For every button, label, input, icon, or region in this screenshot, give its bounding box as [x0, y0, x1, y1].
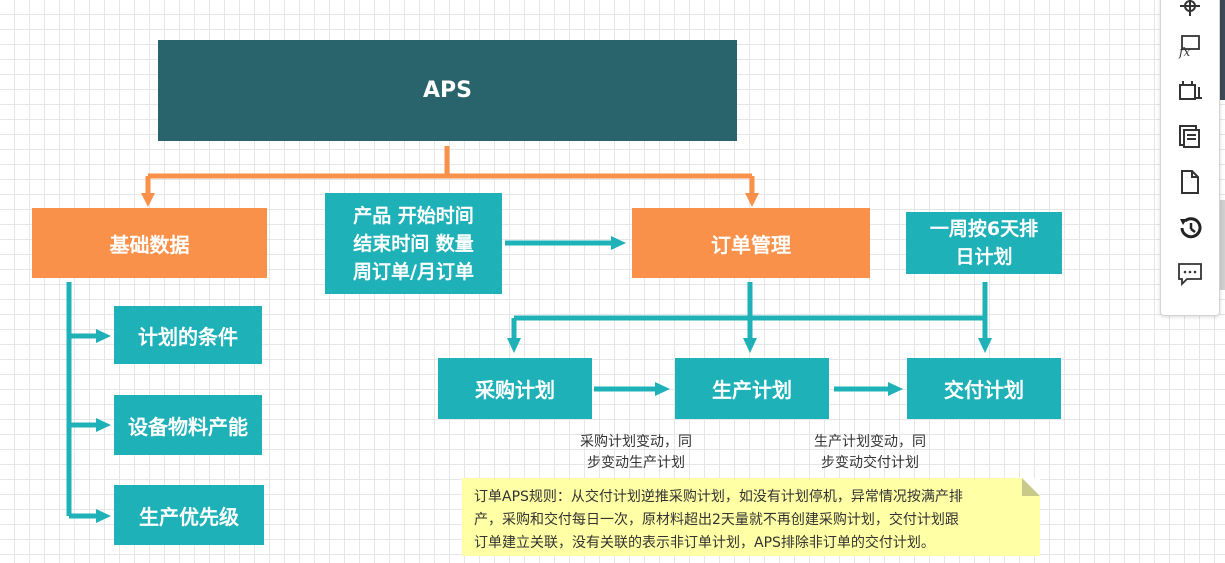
purchase-sync-note[interactable]: 采购计划变动，同 步变动生产计划 — [556, 432, 716, 474]
scrollbar-thumb[interactable] — [1217, 200, 1225, 290]
resize-icon[interactable] — [1175, 76, 1205, 106]
history-icon[interactable] — [1175, 213, 1205, 243]
product-info-line: 结束时间 数量 — [353, 232, 474, 255]
note-line: 生产计划变动，同 — [814, 434, 926, 450]
weekly-schedule-node[interactable]: 一周按6天排 日计划 — [906, 212, 1062, 274]
svg-text:fx: fx — [1178, 45, 1190, 59]
weekly-schedule-line: 一周按6天排 — [929, 218, 1039, 240]
equipment-capacity-node[interactable]: 设备物料产能 — [114, 395, 262, 455]
product-info-line: 产品 开始时间 — [353, 204, 474, 227]
weekly-schedule-line: 日计划 — [955, 246, 1013, 268]
page-icon[interactable] — [1175, 167, 1205, 197]
sticky-line: 产，采购和交付每日一次，原材料超出2天量就不再创建采购计划，交付计划跟 — [474, 512, 959, 528]
basic-data-node[interactable]: 基础数据 — [32, 208, 267, 278]
production-plan-node[interactable]: 生产计划 — [675, 358, 829, 419]
sticky-fold-corner — [1022, 478, 1040, 496]
note-line: 步变动生产计划 — [587, 455, 685, 471]
product-info-node[interactable]: 产品 开始时间 结束时间 数量 周订单/月订单 — [325, 193, 502, 294]
production-sync-note[interactable]: 生产计划变动，同 步变动交付计划 — [790, 432, 950, 474]
delivery-plan-node[interactable]: 交付计划 — [907, 358, 1061, 419]
aps-node[interactable]: APS — [158, 40, 737, 141]
purchase-plan-node[interactable]: 采购计划 — [438, 358, 592, 419]
comment-icon[interactable] — [1175, 259, 1205, 289]
sticky-line: 订单建立关联，没有关联的表示非订单计划，APS排除非订单的交付计划。 — [474, 535, 935, 551]
product-info-line: 周订单/月订单 — [353, 260, 474, 283]
plan-conditions-node[interactable]: 计划的条件 — [114, 306, 262, 364]
order-management-node[interactable]: 订单管理 — [632, 208, 870, 278]
production-priority-node[interactable]: 生产优先级 — [114, 485, 264, 545]
formula-icon[interactable]: fx — [1175, 31, 1205, 61]
note-line: 步变动交付计划 — [821, 455, 919, 471]
navigate-icon[interactable] — [1175, 0, 1205, 21]
pages-icon[interactable] — [1175, 121, 1205, 151]
sticky-line: 订单APS规则：从交付计划逆推采购计划，如没有计划停机，异常情况按满产排 — [474, 489, 963, 505]
note-line: 采购计划变动，同 — [580, 434, 692, 450]
aps-rules-sticky-note[interactable]: 订单APS规则：从交付计划逆推采购计划，如没有计划停机，异常情况按满产排 产，采… — [462, 478, 1040, 556]
right-panel-tab[interactable] — [1216, 0, 1225, 100]
right-toolbar: fx — [1160, 0, 1220, 316]
